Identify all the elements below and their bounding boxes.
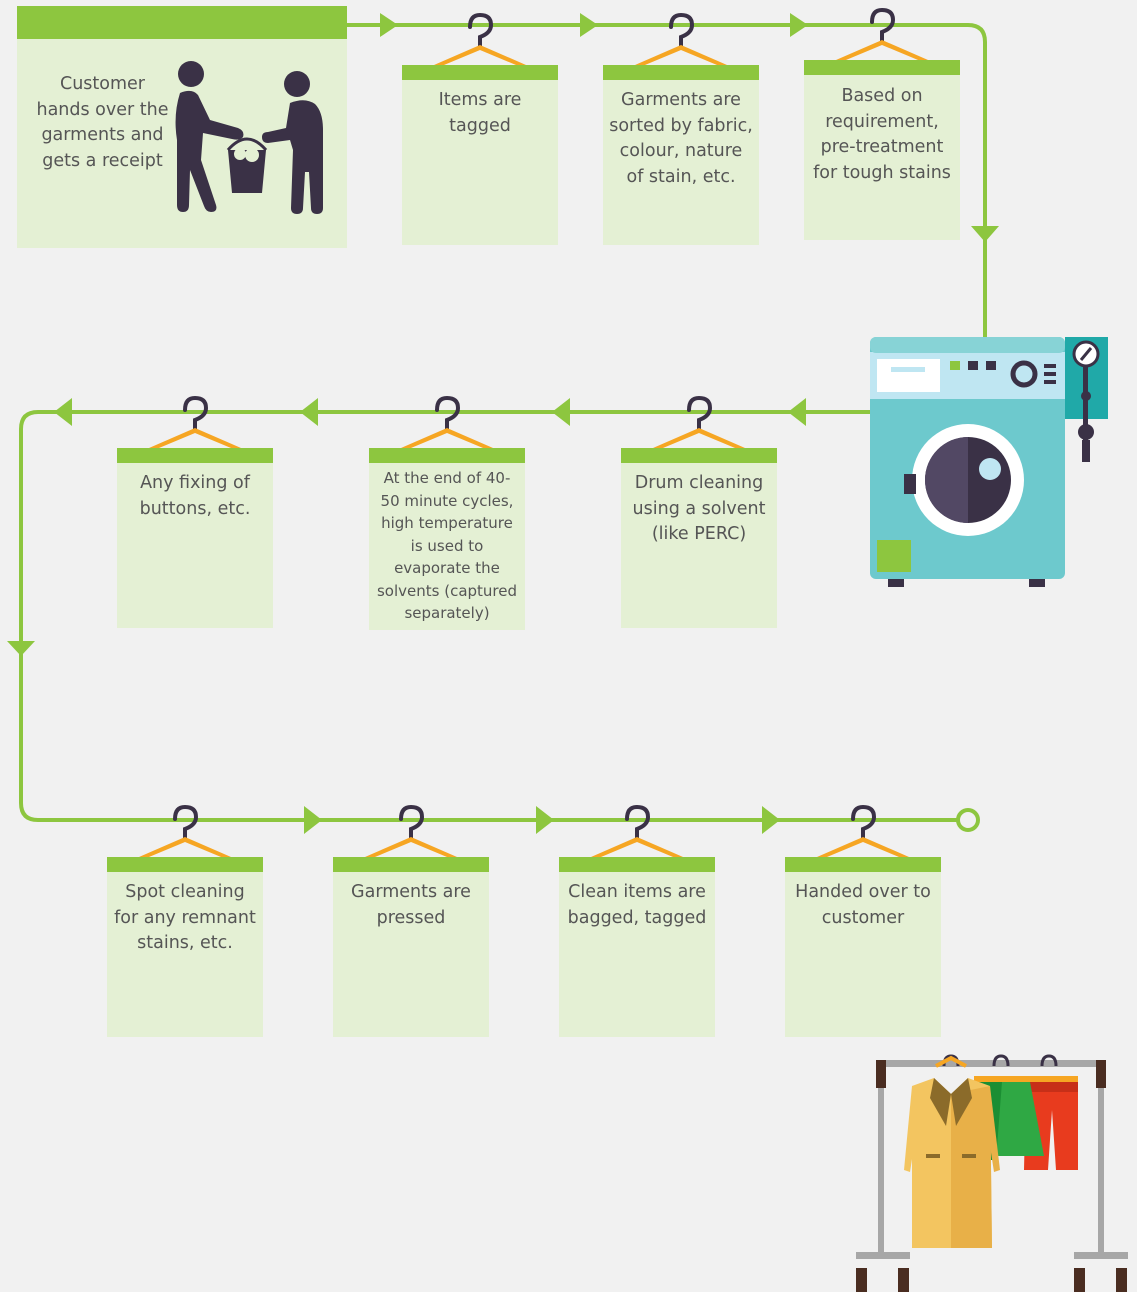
step-label: Clean items are bagged, tagged <box>567 882 707 928</box>
step-card-spot-cleaning: Spot cleaning for any remnant stains, et… <box>107 857 263 1037</box>
step-card-pretreatment: Based on requirement, pre-treatment for … <box>804 60 960 240</box>
step-card-drum-cleaning: Drum cleaning using a solvent (like PERC… <box>621 448 777 628</box>
step-label: Based on requirement, pre-treatment for … <box>813 86 951 183</box>
step-label: At the end of 40-50 minute cycles, high … <box>376 469 518 622</box>
step-label: Spot cleaning for any remnant stains, et… <box>114 882 256 953</box>
step-card-tagging: Items are tagged <box>402 65 558 245</box>
step-label: Garments are sorted by fabric, colour, n… <box>609 90 753 187</box>
step-card-sorting: Garments are sorted by fabric, colour, n… <box>603 65 759 245</box>
step-label: Items are tagged <box>438 90 522 136</box>
step-label: Handed over to customer <box>795 882 931 928</box>
step-card-pressing: Garments are pressed <box>333 857 489 1037</box>
step-card-evaporation: At the end of 40-50 minute cycles, high … <box>369 448 525 630</box>
step-card-fixing: Any fixing of buttons, etc. <box>117 448 273 628</box>
step-label: Garments are pressed <box>351 882 471 928</box>
step-label: Drum cleaning using a solvent (like PERC… <box>632 473 766 544</box>
step-label: Customer hands over the garments and get… <box>36 74 169 171</box>
step-card-bagging: Clean items are bagged, tagged <box>559 857 715 1037</box>
step-label: Any fixing of buttons, etc. <box>139 473 251 519</box>
step-card-handover: Handed over to customer <box>785 857 941 1037</box>
